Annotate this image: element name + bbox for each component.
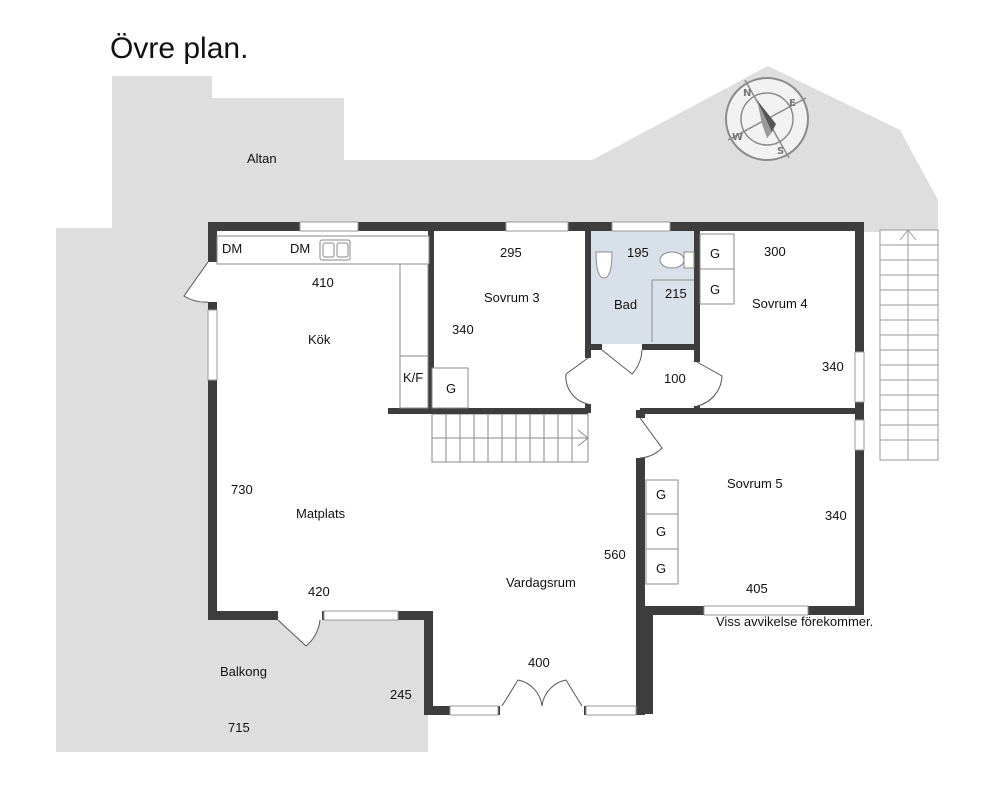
bathroom-floor [590, 231, 696, 345]
interior-stairs [431, 413, 589, 463]
compass-icon: N E S W [725, 77, 809, 161]
altan-label: Altan [247, 151, 277, 166]
page-title: Övre plan. [110, 32, 249, 65]
compass-e: E [789, 98, 796, 109]
bathroom-fixtures [595, 251, 695, 342]
dim-vardagsrum-height: 560 [604, 547, 626, 562]
sovrum5-label: Sovrum 5 [727, 476, 783, 491]
dim-sovrum3-width: 295 [500, 245, 522, 260]
vardagsrum-label: Vardagsrum [506, 575, 576, 590]
sink-icon [319, 239, 351, 261]
wardrobe-label-sovrum4-b: G [710, 282, 720, 297]
dim-matplats-height: 730 [231, 482, 253, 497]
dim-sovrum5-height: 340 [825, 508, 847, 523]
balkong-area [56, 228, 428, 752]
dim-sovrum4-width: 300 [764, 244, 786, 259]
compass-w: W [732, 132, 743, 143]
dim-bad-height: 215 [665, 286, 687, 301]
balkong-label: Balkong [220, 664, 267, 679]
wardrobes [645, 233, 735, 585]
wardrobe-label-sovrum3: G [446, 381, 456, 396]
dim-matplats-width: 420 [308, 584, 330, 599]
bad-label: Bad [614, 297, 637, 312]
sovrum4-label: Sovrum 4 [752, 296, 808, 311]
matplats-label: Matplats [296, 506, 346, 521]
sovrum3-label: Sovrum 3 [484, 290, 540, 305]
dim-balkong-width: 715 [228, 720, 250, 735]
wardrobe-label-sovrum5-b: G [656, 524, 666, 539]
altan-area [112, 66, 938, 232]
compass-s: S [777, 146, 784, 157]
disclaimer-text: Viss avvikelse förekommer. [716, 614, 873, 629]
dim-vardagsrum-width: 400 [528, 655, 550, 670]
dm-label-2: DM [290, 241, 310, 256]
dim-kok-width: 410 [312, 275, 334, 290]
kf-label: K/F [403, 370, 423, 385]
dim-sovrum3-height: 340 [452, 322, 474, 337]
dim-balkong-height: 245 [390, 687, 412, 702]
wardrobe-label-sovrum4-a: G [710, 246, 720, 261]
compass-n: N [743, 88, 751, 99]
dim-sovrum5-width: 405 [746, 581, 768, 596]
kitchen-counter [216, 235, 469, 409]
kok-label: Kök [308, 332, 331, 347]
wardrobe-label-sovrum5-a: G [656, 487, 666, 502]
doors [183, 261, 723, 715]
wardrobe-label-sovrum5-c: G [656, 561, 666, 576]
dm-label-1: DM [222, 241, 242, 256]
windows [207, 221, 865, 716]
external-stairs [879, 229, 939, 461]
dim-bad-width: 195 [627, 245, 649, 260]
dim-hall-width: 100 [664, 371, 686, 386]
dim-sovrum4-height: 340 [822, 359, 844, 374]
